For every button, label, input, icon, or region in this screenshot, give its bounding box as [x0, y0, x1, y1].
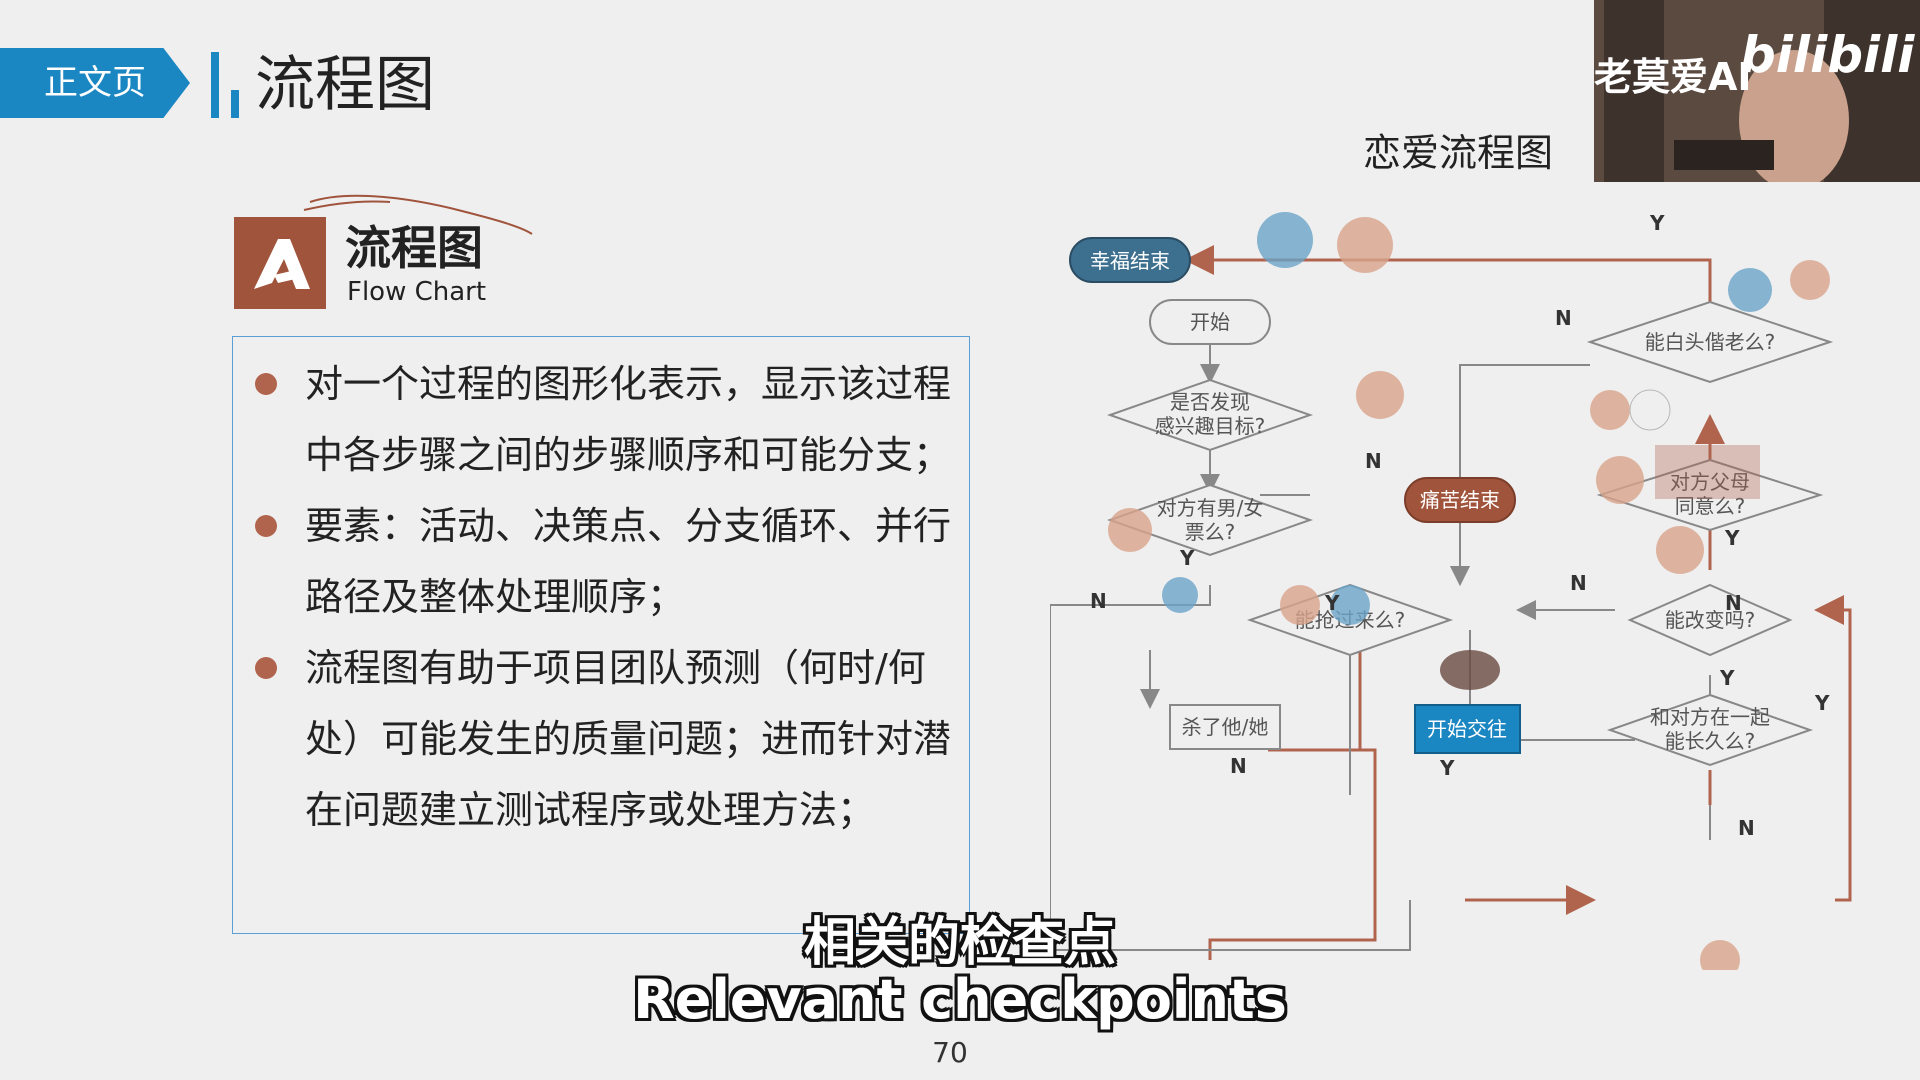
decision-parents-agree-line1: 对方父母 [1670, 470, 1750, 494]
bullet-item: 对一个过程的图形化表示，显示该过程中各步骤之间的步骤顺序和可能分支； [255, 349, 955, 491]
node-happy-end-label: 幸福结束 [1090, 249, 1170, 273]
node-placeholder-box [1655, 445, 1760, 499]
label-yes: Y [1724, 526, 1740, 550]
label-no: N [1555, 306, 1572, 330]
bilibili-logo-icon: bilibili [1740, 26, 1915, 84]
bullet-list: 对一个过程的图形化表示，显示该过程中各步骤之间的步骤顺序和可能分支； 要素：活动… [255, 349, 955, 846]
decision-has-partner-line1: 对方有男/女 [1157, 496, 1264, 520]
decision-long-together [1606, 693, 1814, 767]
section-logo-icon [234, 217, 326, 309]
title-accent-bar [211, 52, 219, 118]
label-no: N [1725, 591, 1742, 615]
page-title: 流程图 [255, 50, 435, 120]
section-subtitle: Flow Chart [347, 277, 487, 307]
label-yes: Y [1439, 756, 1455, 780]
node-kill [1169, 704, 1281, 750]
decision-has-partner-line2: 票么? [1185, 520, 1236, 544]
description-box: 对一个过程的图形化表示，显示该过程中各步骤之间的步骤顺序和可能分支； 要素：活动… [232, 336, 970, 934]
node-painful-end-label: 痛苦结束 [1420, 488, 1500, 512]
decision-can-change-label: 能改变吗? [1665, 608, 1756, 632]
decision-has-partner [1106, 483, 1314, 557]
webcam-channel-label: 老莫爱AI [1594, 55, 1752, 99]
decision-can-change [1627, 583, 1793, 657]
subtitle-english: Relevant checkpoints [633, 968, 1287, 1031]
page-number: 70 [932, 1036, 968, 1069]
decision-long-together-line2: 能长久么? [1665, 729, 1756, 753]
decision-grow-old [1586, 300, 1834, 384]
webcam-overlay: 老莫爱AI bilibili [1594, 0, 1920, 182]
node-start [1149, 299, 1271, 345]
node-painful-end [1404, 477, 1516, 523]
label-yes: Y [1179, 546, 1195, 570]
subtitle-chinese: 相关的检查点 [803, 913, 1116, 973]
node-start-label: 开始 [1190, 310, 1230, 334]
bullet-item: 流程图有助于项目团队预测（何时/何处）可能发生的质量问题；进而针对潜在问题建立测… [255, 633, 955, 846]
node-happy-end [1069, 237, 1191, 283]
decision-long-together-line1: 和对方在一起 [1650, 705, 1770, 729]
label-no: N [1738, 816, 1755, 840]
love-flowchart: 幸福结束 开始 是否发现 感兴趣目标? 对方有男/女 票么? 能抢过来么? 杀了… [1050, 211, 1852, 970]
label-yes: Y [1814, 691, 1830, 715]
decision-found-target-line1: 是否发现 [1170, 390, 1250, 414]
label-no: N [1570, 571, 1587, 595]
label-yes: Y [1719, 666, 1735, 690]
flowchart-caption: 恋爱流程图 [1363, 131, 1554, 175]
label-yes: Y [1649, 211, 1665, 235]
node-start-dating-label: 开始交往 [1427, 717, 1507, 741]
label-no: N [1230, 754, 1247, 778]
decision-parents-agree-line2: 同意么? [1675, 494, 1746, 518]
pen-annotation [303, 194, 533, 235]
node-kill-label: 杀了他/她 [1182, 715, 1269, 739]
decision-found-target [1106, 378, 1314, 452]
label-no: N [1365, 449, 1382, 473]
title-accent-bar-short [231, 90, 239, 118]
node-start-dating [1414, 704, 1521, 754]
label-yes: Y [1324, 591, 1340, 615]
bullet-item: 要素：活动、决策点、分支循环、并行路径及整体处理顺序； [255, 491, 955, 633]
section-title: 流程图 [345, 221, 483, 275]
label-no: N [1090, 589, 1107, 613]
page-type-tag: 正文页 [0, 48, 190, 118]
cartoon-figures-icon [1108, 212, 1830, 970]
decision-grow-old-label: 能白头偕老么? [1645, 330, 1776, 354]
decision-found-target-line2: 感兴趣目标? [1155, 414, 1266, 438]
